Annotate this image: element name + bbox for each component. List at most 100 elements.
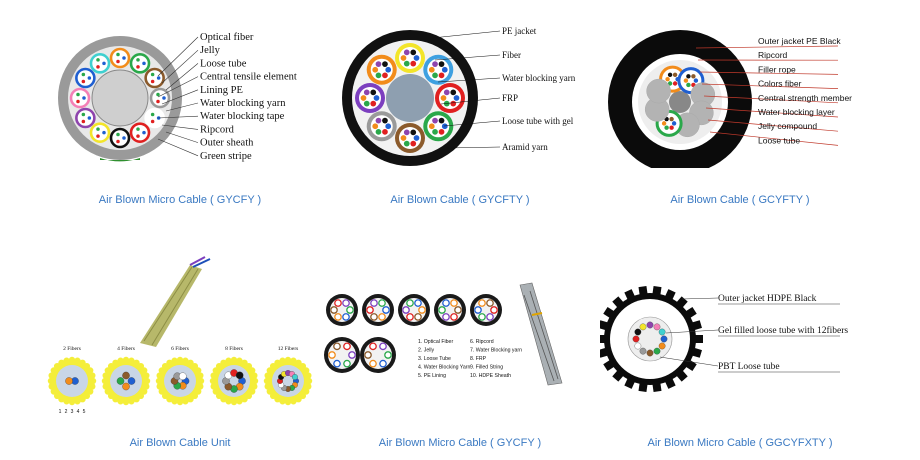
callout-line <box>157 115 199 119</box>
product-caption[interactable]: Air Blown Micro Cable ( GYCFY ) <box>98 194 262 206</box>
callout-line <box>157 36 199 77</box>
callout-label: Ripcord <box>200 124 235 135</box>
fiber-dot <box>372 123 379 130</box>
cable-strand <box>519 282 563 386</box>
fiber-dot <box>150 112 155 117</box>
fiber-dot <box>672 81 678 86</box>
product-caption[interactable]: Air Blown Cable ( GYCFTY ) <box>390 194 530 206</box>
callout-label: Water blocking tape <box>200 111 285 122</box>
callout-line <box>157 76 199 98</box>
fiber-dot <box>443 89 450 96</box>
callout-line <box>443 120 501 127</box>
callout-label: Jelly compound <box>758 121 817 131</box>
fiber-dot <box>382 117 388 124</box>
fiber-dot <box>382 61 388 67</box>
product-caption[interactable]: Air Blown Cable Unit <box>129 437 231 449</box>
callout-label: Loose tube <box>200 58 247 69</box>
fiber-dot <box>360 95 367 101</box>
callout-label: 1 <box>59 409 62 415</box>
fiber-dot <box>634 328 642 336</box>
fiber-dot <box>136 58 140 62</box>
fiber-dot <box>102 130 106 135</box>
callout-label: 1. Optical Fiber <box>418 339 453 345</box>
callout-label: 10. HDPE Sheath <box>470 373 511 379</box>
fiber-dot <box>669 125 674 130</box>
fiber-dot <box>116 132 120 137</box>
green-stripe-shape <box>100 158 140 162</box>
fiber-dot <box>410 129 417 136</box>
fiber-dot <box>65 377 73 385</box>
callout-label: Optical fiber <box>200 32 254 43</box>
callout-label: 7. Water Blocking yarn <box>470 348 522 354</box>
callout-label: PBT Loose tube <box>718 362 780 372</box>
fiber-dot <box>671 121 677 126</box>
fiber-dot <box>136 134 140 138</box>
product-caption[interactable]: Air Blown Micro Cable ( GYCFY ) <box>378 437 542 449</box>
fiber-dot <box>440 95 447 101</box>
callout-label: Filler rope <box>758 64 796 74</box>
fiber-dot <box>653 347 661 355</box>
callout-line <box>161 124 199 130</box>
callout-label: Green stripe <box>200 151 252 162</box>
fiber-dot <box>136 127 140 131</box>
callout-label: Outer jacket PE Black <box>758 36 841 46</box>
fiber-dot <box>122 136 126 140</box>
fiber-dot <box>382 129 388 135</box>
product-caption[interactable]: Air Blown Micro Cable ( GGCYFXTY ) <box>647 437 833 449</box>
fiber-dot <box>693 78 699 83</box>
loose-tube <box>646 78 671 104</box>
fiber-dot <box>450 100 457 107</box>
callout-label: 9. Filled String <box>470 365 503 371</box>
fiber-dot <box>178 372 187 380</box>
fiber-dot <box>432 129 438 135</box>
fiber-dot <box>81 112 86 117</box>
fiber-dot <box>413 135 420 141</box>
fiber-dot <box>127 377 136 385</box>
fiber-dot <box>370 100 377 107</box>
fiber-dot <box>142 130 146 135</box>
fiber-dot <box>438 117 445 124</box>
fiber-dot <box>142 61 146 66</box>
fiber-dot <box>96 127 100 131</box>
loose-tube <box>144 67 165 89</box>
fiber-dot <box>363 89 370 96</box>
fiber-dot <box>156 76 161 80</box>
callout-line <box>440 97 501 105</box>
fiber-dot <box>156 99 160 104</box>
callout-line <box>701 83 839 89</box>
fiber-dot <box>122 371 130 380</box>
callout-label: 5. PE Lining <box>418 373 446 379</box>
product-caption[interactable]: Air Blown Cable ( GCYFTY ) <box>670 194 810 206</box>
fiber-dot <box>438 61 445 67</box>
fiber-dot <box>438 72 445 79</box>
fiber-dot <box>96 134 100 138</box>
fiber-dot <box>403 140 410 147</box>
callout-line <box>705 107 839 118</box>
fiber-dot <box>372 66 379 73</box>
fiber-dot <box>96 58 100 62</box>
callout-label: Outer sheath <box>200 138 254 149</box>
fiber-dot <box>76 99 80 104</box>
fiber-dot <box>410 49 417 56</box>
callout-line <box>699 71 839 75</box>
fiber-dot <box>428 66 435 73</box>
fiber-dot <box>81 79 86 84</box>
callout-label: 5 <box>83 409 86 415</box>
fiber-dot <box>116 139 120 144</box>
fiber-dot <box>122 56 126 60</box>
central-strength-member <box>669 91 691 113</box>
fiber-dot <box>150 119 155 124</box>
callout-label: Aramid yarn <box>502 142 548 152</box>
